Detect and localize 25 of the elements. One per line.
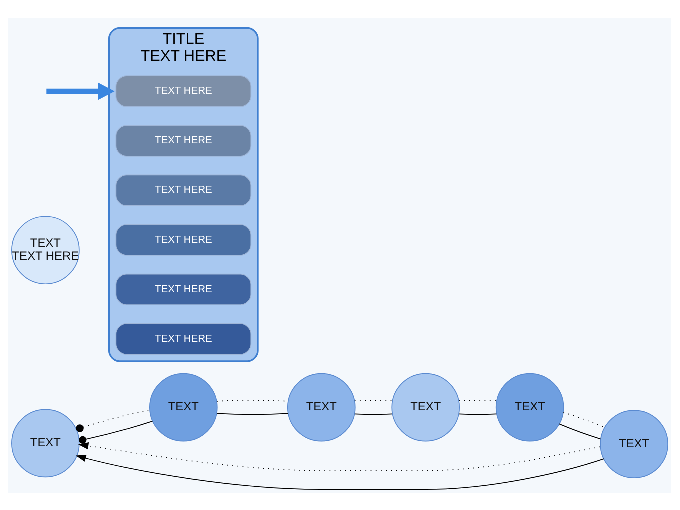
node-circle: TEXT (287, 372, 356, 442)
connector (79, 420, 154, 444)
node-circle: TEXT (392, 372, 460, 442)
connector (563, 412, 606, 428)
connector (76, 409, 150, 432)
node-circle: TEXT (496, 372, 564, 442)
node-circle: TEXT (600, 410, 668, 478)
connector (354, 413, 393, 415)
node-circle: TEXT (12, 408, 80, 478)
connector (458, 400, 498, 401)
node-box: TEXT HERE (116, 322, 252, 355)
connector (354, 400, 393, 401)
node-box: TEXT HERE (116, 75, 252, 107)
node-box: TEXT HERE (116, 174, 252, 206)
node-box: TEXT HERE (116, 124, 252, 156)
node-box: TEXT HERE (116, 224, 252, 256)
connector (216, 412, 289, 415)
node-circle: TEXT TEXT HERE (12, 216, 80, 284)
node-circle: TEXT (149, 372, 218, 442)
connector (559, 423, 602, 440)
arrow (76, 454, 604, 490)
connector (458, 413, 498, 415)
arrow (46, 82, 115, 100)
arrow (78, 442, 601, 471)
node-box: TEXT HERE (116, 273, 252, 305)
